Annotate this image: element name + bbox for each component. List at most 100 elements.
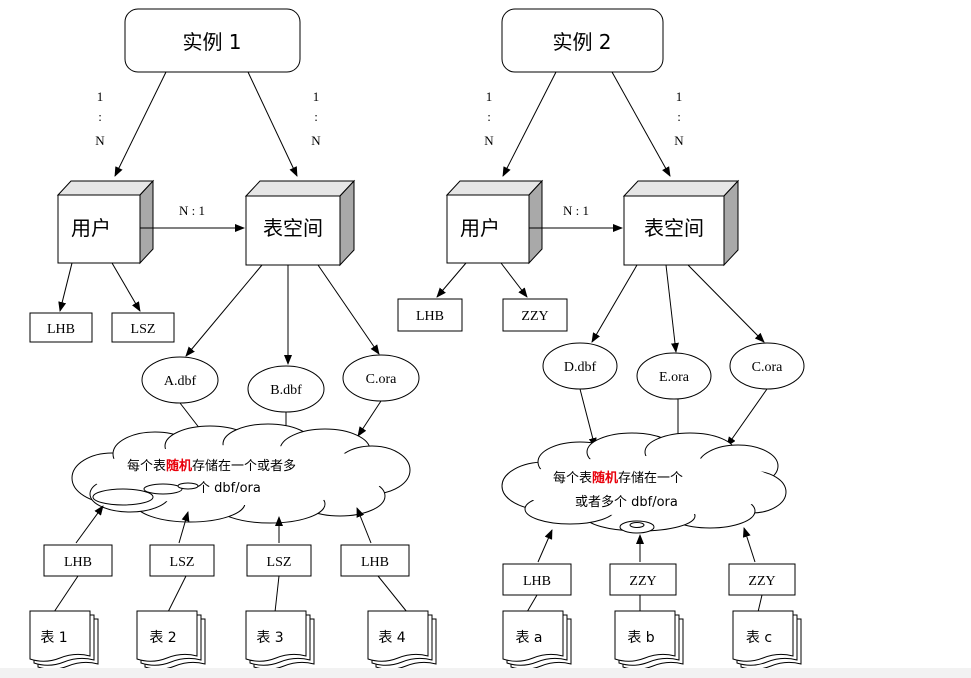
line-table-2-owner: [167, 575, 187, 613]
cloud-text-line1: 每个表随机存储在一个或者多: [127, 458, 296, 474]
owner-3-box: [246, 544, 312, 577]
arrow-user-zzy: [500, 262, 528, 298]
user-lhb-label: LHB: [416, 309, 444, 324]
tablespace-label: 表空间: [644, 216, 704, 240]
svg-text:1: 1: [313, 89, 320, 104]
user-zzy-label: ZZY: [521, 309, 548, 324]
file-d-label: D.dbf: [564, 360, 597, 375]
tablespace-cube: 表空间: [244, 179, 356, 267]
owner-3-label: LSZ: [267, 555, 292, 570]
table-2-label: 表 2: [149, 630, 176, 646]
table-1-doc: 表 1: [29, 610, 99, 670]
table-3-doc: 表 3: [245, 610, 315, 670]
svg-text::: :: [677, 109, 681, 124]
arrow-tablespace-file-d: [591, 264, 638, 343]
arrow-instance1-tablespace: [247, 71, 298, 177]
storage-cloud: 每个表随机存储在一个 或者多个 dbf/ora: [501, 432, 787, 534]
file-e-label: E.ora: [659, 370, 690, 385]
cloud-text-line1: 每个表随机存储在一个: [553, 470, 683, 486]
cloud-highlight-random: 随机: [166, 458, 192, 474]
svg-text::: :: [314, 109, 318, 124]
table-b-doc: 表 b: [614, 610, 684, 670]
file-b-label: B.dbf: [270, 383, 302, 398]
bottom-strip: [0, 668, 971, 678]
svg-text::: :: [98, 109, 102, 124]
arrow-file-d-cloud: [579, 388, 597, 448]
owner-4-label: LHB: [361, 555, 389, 570]
owner-b-label: ZZY: [629, 574, 656, 589]
owner-a-label: LHB: [523, 574, 551, 589]
svg-text:1: 1: [676, 89, 683, 104]
svg-text:N: N: [484, 133, 494, 148]
arrow-user-lsz: [111, 262, 141, 312]
instance-2-box: [501, 8, 664, 73]
table-a-label: 表 a: [515, 630, 542, 646]
user-lsz-label: LSZ: [131, 322, 156, 337]
table-c-label: 表 c: [746, 630, 772, 646]
user-cube: 用户: [56, 179, 155, 265]
table-3-label: 表 3: [256, 630, 283, 646]
cloud-text-line2: 个 dbf/ora: [197, 481, 261, 496]
owner-c-label: ZZY: [748, 574, 775, 589]
user-label: 用户: [460, 216, 500, 240]
arrow-owner-4-cloud: [356, 507, 372, 544]
table-a-doc: 表 a: [502, 610, 572, 670]
owner-2-box: [149, 544, 215, 577]
file-a-label: A.dbf: [164, 374, 197, 389]
file-e-ellipse: [636, 352, 712, 400]
table-c-doc: 表 c: [732, 610, 802, 670]
storage-cloud: 每个表随机存储在一个或者多 个 dbf/ora: [71, 423, 411, 524]
owner-4-box: [340, 544, 410, 577]
table-2-doc: 表 2: [136, 610, 206, 670]
svg-text:N: N: [95, 133, 105, 148]
owner-c-box: [728, 563, 796, 596]
instance-1-box: [124, 8, 301, 73]
arrow-owner-a-cloud: [537, 529, 553, 563]
line-table-c-owner: [757, 594, 763, 613]
user-lhb-box: [397, 298, 463, 332]
owner-a-box: [502, 563, 572, 596]
svg-text:N: N: [674, 133, 684, 148]
cardinality-n1: N : 1: [179, 203, 205, 218]
file-c-label: C.ora: [366, 372, 398, 387]
arrow-instance2-tablespace: [611, 71, 671, 177]
owner-2-label: LSZ: [170, 555, 195, 570]
cardinality-n1: N : 1: [563, 203, 589, 218]
arrow-user-lhb: [436, 262, 467, 298]
arrow-tablespace-file-c: [317, 264, 380, 355]
cardinality-user-1n: 1 : N: [95, 89, 105, 148]
table-b-label: 表 b: [627, 630, 654, 646]
file-c-label: C.ora: [752, 360, 784, 375]
table-1-label: 表 1: [40, 630, 67, 646]
tablespace-cube: 表空间: [622, 179, 740, 267]
line-table-a-owner: [526, 594, 538, 613]
user-lsz-box: [111, 312, 175, 343]
arrow-owner-c-cloud: [742, 527, 756, 563]
user-lhb-box: [29, 312, 93, 343]
arrow-file-c-cloud: [357, 400, 382, 437]
arrow-user-lhb: [58, 262, 73, 312]
arrow-tablespace-file-c: [687, 264, 765, 343]
owner-b-box: [609, 563, 677, 596]
arrow-tablespace-file-e: [665, 264, 679, 353]
svg-text:1: 1: [486, 89, 493, 104]
arrow-instance1-user: [114, 71, 167, 177]
right-diagram: 实例 2 1 : N 1 : N 用户 表空间 N : 1: [397, 8, 805, 670]
svg-text::: :: [487, 109, 491, 124]
arrow-tablespace-file-a: [185, 264, 263, 357]
instance-2-label: 实例 2: [552, 30, 611, 54]
user-lhb-label: LHB: [47, 322, 75, 337]
line-table-1-owner: [53, 575, 79, 613]
table-4-doc: 表 4: [367, 610, 437, 670]
cardinality-tablespace-1n: 1 : N: [311, 89, 321, 148]
arrow-owner-2-cloud: [178, 511, 190, 544]
svg-text:N: N: [311, 133, 321, 148]
table-4-label: 表 4: [378, 630, 405, 646]
user-cube: 用户: [445, 179, 544, 265]
svg-text:1: 1: [97, 89, 104, 104]
arrow-instance2-user: [502, 71, 557, 177]
user-zzy-box: [502, 298, 568, 332]
user-label: 用户: [71, 216, 111, 240]
arrow-file-c-cloud: [726, 388, 768, 447]
cardinality-tablespace-1n: 1 : N: [674, 89, 684, 148]
